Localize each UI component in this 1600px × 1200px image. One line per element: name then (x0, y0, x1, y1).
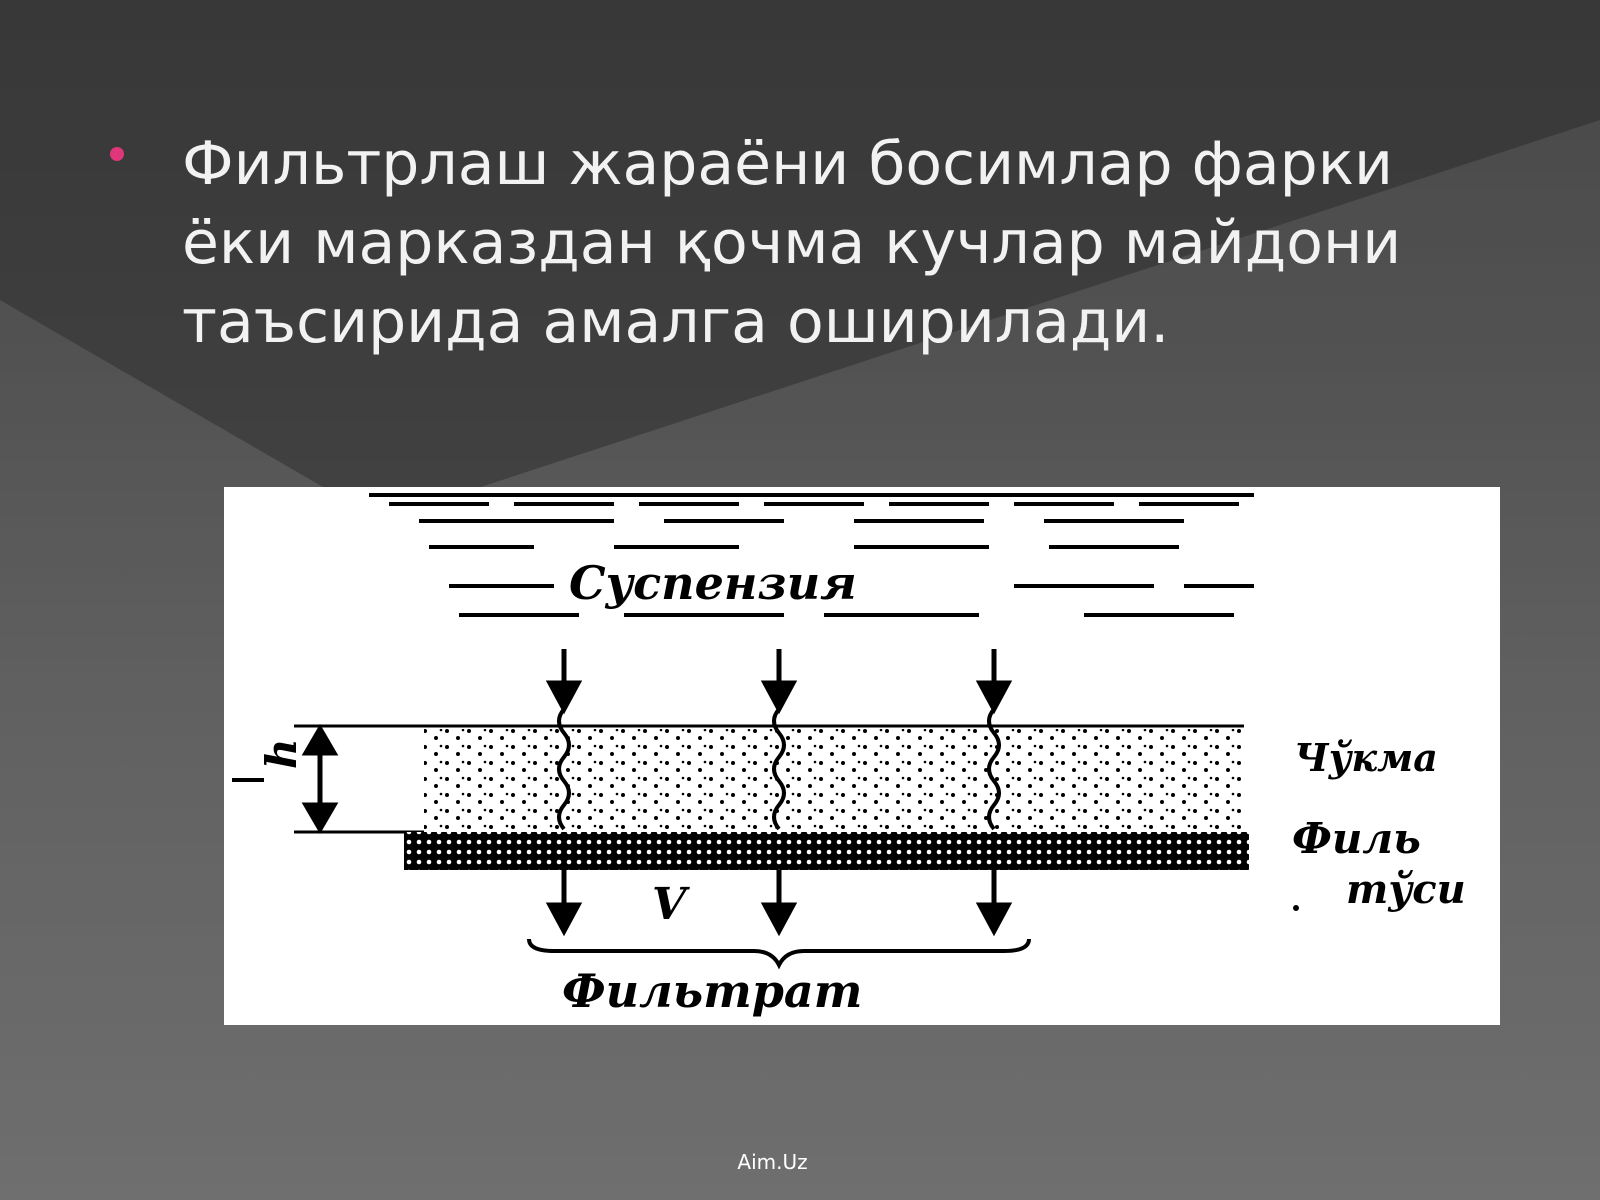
filtration-diagram: Суспензия (224, 487, 1500, 1025)
sediment-label: Чўкма (1294, 735, 1438, 780)
flow-paths (557, 707, 1001, 831)
suspension-label: Суспензия (569, 556, 857, 610)
v-label: V (652, 879, 690, 930)
filter-cloth-label-line2: тўси (1346, 866, 1466, 913)
suspension-liquid-lines (369, 493, 1254, 617)
sediment-layer (294, 724, 1244, 829)
h-dimension-arrow (232, 724, 339, 834)
bullet-icon (110, 147, 124, 161)
filter-cloth-label-line1: Филь (1292, 814, 1421, 863)
filtrate-brace (527, 938, 1031, 970)
slide-body-text: Фильтрлаш жараёни босимлар фарки ёки мар… (182, 129, 1402, 357)
outflow-arrows (545, 870, 1013, 937)
filter-cloth (294, 830, 1249, 870)
h-label: h (257, 738, 306, 769)
filtrate-label: Фильтрат (562, 964, 862, 1018)
inflow-arrows (545, 649, 1013, 715)
footer-text: Aim.Uz (737, 1150, 808, 1174)
